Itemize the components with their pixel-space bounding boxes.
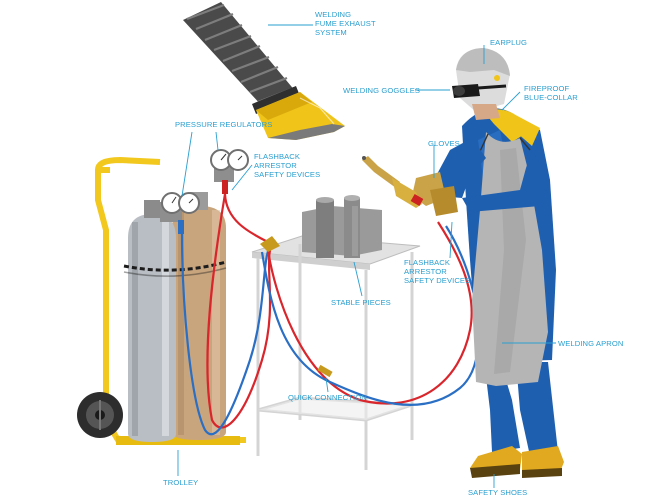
label-stable-pieces: STABLE PIECES (331, 298, 391, 307)
label-pressure-regulators: PRESSURE REGULATORS (175, 120, 273, 129)
label-welding-apron: WELDING APRON (558, 339, 624, 348)
hoses (180, 193, 480, 436)
work-table (251, 235, 421, 470)
label-fume-exhaust: WELDING FUME EXHAUST SYSTEM (315, 10, 376, 37)
label-gloves: GLOVES (428, 139, 460, 148)
fume-exhaust-system (183, 2, 345, 140)
label-trolley: TROLLEY (163, 478, 199, 487)
label-welding-goggles: WELDING GOGGLES (343, 86, 421, 95)
welding-torch (362, 156, 424, 208)
label-fireproof-blue-collar: FIREPROOF BLUE-COLLAR (524, 84, 578, 102)
label-flashback-arrestor-left: FLASHBACK ARRESTOR SAFETY DEVICES (254, 152, 321, 179)
leader-lines (177, 24, 556, 488)
torch-fitting (260, 236, 333, 378)
label-quick-connection: QUICK CONNECTION (288, 393, 367, 402)
welder-figure (412, 48, 564, 478)
label-earplug: EARPLUG (490, 38, 527, 47)
stable-pieces (302, 195, 382, 258)
label-safety-shoes: SAFETY SHOES (468, 488, 528, 497)
trolley (77, 156, 246, 445)
pressure-regulators (160, 149, 249, 234)
gas-cylinders (123, 192, 227, 442)
label-flashback-arrestor-right: FLASHBACK ARRESTOR SAFETY DEVICES (404, 258, 471, 285)
